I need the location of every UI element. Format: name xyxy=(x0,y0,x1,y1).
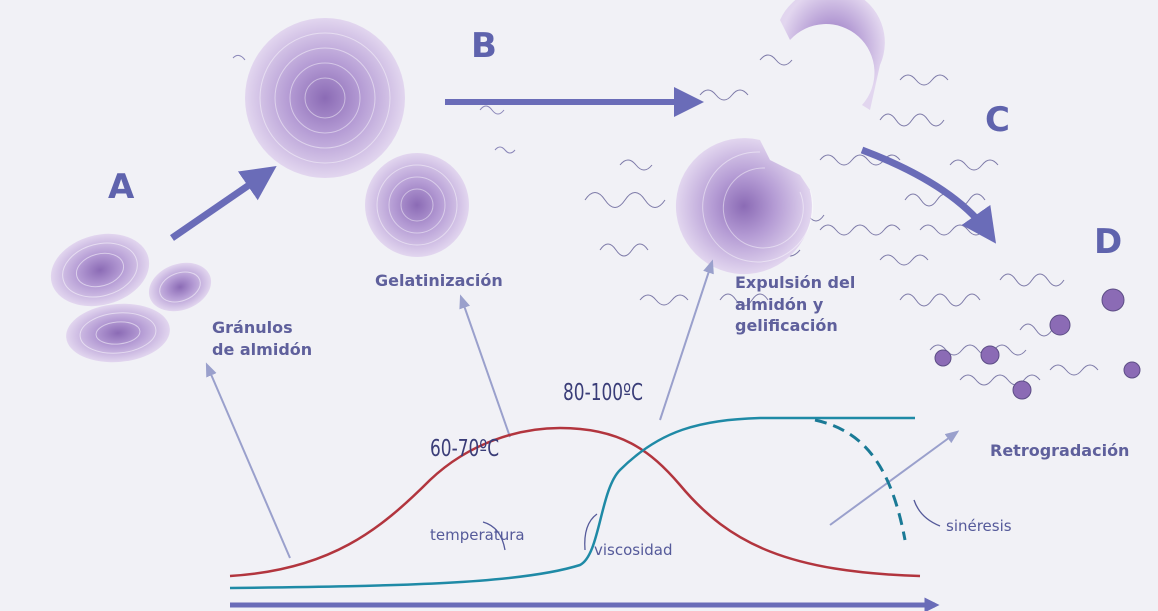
swollen-granule xyxy=(245,18,405,178)
caption-gelatinization: Gelatinización xyxy=(375,270,503,292)
label-temperature: temperatura xyxy=(430,528,525,543)
temperature-label-high: 80-100ºC xyxy=(563,382,643,405)
arrow-a-to-b xyxy=(172,172,268,238)
pointer-arrow xyxy=(660,262,712,420)
stage-letter-c: C xyxy=(985,103,1010,137)
stage-letter-b: B xyxy=(471,29,497,63)
granule-group-a xyxy=(43,223,218,366)
granule xyxy=(43,223,158,316)
caption-starch-granules: Gránulos de almidón xyxy=(212,317,312,360)
caption-retrogradation: Retrogradación xyxy=(990,440,1129,462)
granule-group-c xyxy=(585,0,998,306)
pointer-arrow xyxy=(830,432,957,525)
stage-letter-a: A xyxy=(108,170,134,204)
granule-fragment xyxy=(780,0,885,110)
label-viscosity: viscosidad xyxy=(594,543,673,558)
granule xyxy=(64,300,173,367)
temperature-label-low: 60-70ºC xyxy=(430,438,499,461)
stage-letter-d: D xyxy=(1094,225,1122,259)
pointer-arrow xyxy=(207,365,290,558)
temperature-curve xyxy=(230,428,920,576)
label-syneresis: sinéresis xyxy=(946,519,1012,534)
broken-granule xyxy=(676,138,812,274)
caption-expulsion-gelification: Expulsión del almidón y gelificación xyxy=(735,272,855,337)
swollen-granule xyxy=(365,153,469,257)
pointer-arrow xyxy=(461,297,510,437)
viscosity-curve xyxy=(230,418,915,588)
